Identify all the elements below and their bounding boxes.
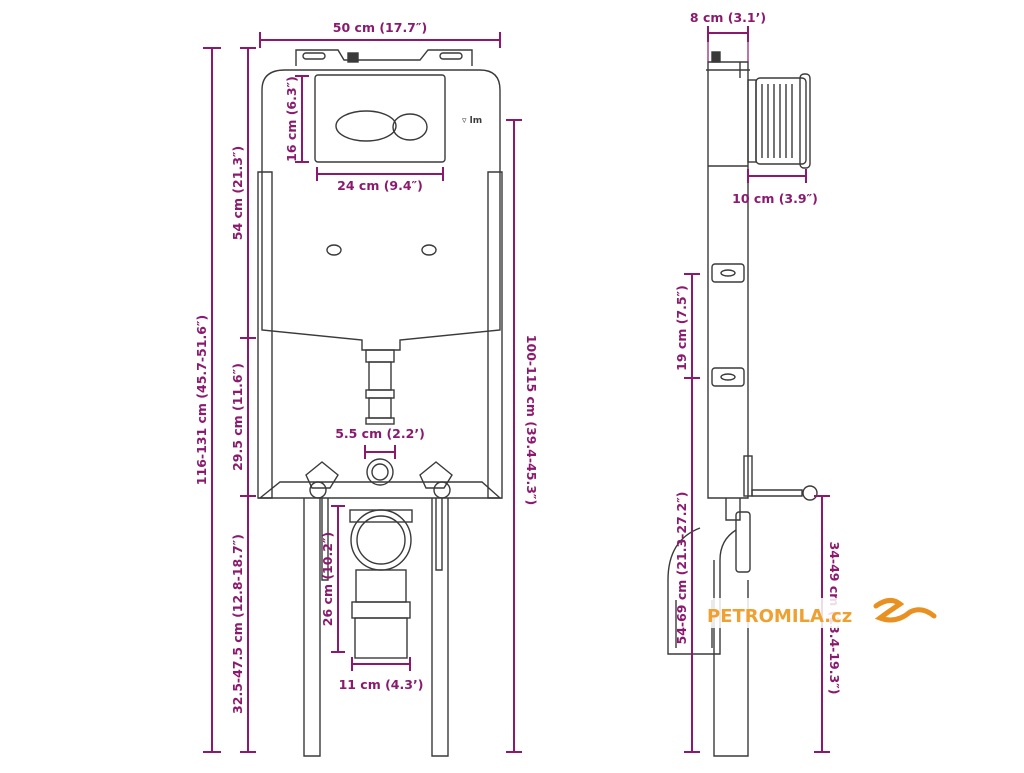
left-rail (257, 171, 273, 499)
watermark: PETROMILA.cz (700, 598, 937, 628)
watermark-swirl-icon (873, 598, 937, 623)
side-bolt (743, 455, 818, 501)
flush-button-large (335, 110, 397, 142)
side-dimension-lines (684, 26, 830, 753)
front-view (257, 49, 503, 757)
width-label: 50 cm (17.7″) (333, 20, 427, 35)
side-frame-column (707, 61, 749, 499)
support-legs (303, 498, 449, 757)
side-flush-button (747, 73, 811, 169)
side-view (667, 51, 818, 757)
drain-elbow (349, 509, 413, 659)
watermark-text: PETROMILA.cz (707, 606, 852, 627)
frame-base (258, 481, 502, 499)
bracket-spacing-label: 19 cm (7.5″) (674, 285, 689, 371)
top-mounting-plate (295, 49, 473, 66)
button-depth-label: 10 cm (3.9″) (732, 191, 818, 206)
right-height-label: 100-115 cm (39.4-45.3″) (524, 335, 539, 505)
drain-width-label: 11 cm (4.3’) (339, 677, 424, 692)
inlet-connector (366, 458, 394, 486)
flush-plate (314, 74, 446, 163)
side-lower-height-label: 54-69 cm (21.3-27.2″) (674, 492, 689, 645)
side-drain-section (667, 498, 751, 757)
flush-pipe (365, 349, 395, 425)
top-depth-label: 8 cm (3.1’) (690, 10, 766, 25)
total-height-label: 116-131 cm (45.7-51.6″) (194, 315, 209, 485)
brand-mark: ▿ lm (462, 116, 482, 126)
wall-clamps (305, 461, 453, 499)
mount-hole-left (326, 244, 342, 256)
cistern-tank (261, 69, 501, 351)
front-dimension-lines (203, 32, 522, 753)
middle-height-label: 29.5 cm (11.6″) (230, 363, 245, 471)
lower-height-label: 32.5-47.5 cm (12.8-18.7″) (230, 534, 245, 714)
right-rail (487, 171, 503, 499)
flush-button-small (392, 113, 428, 141)
plate-width-label: 24 cm (9.4″) (337, 178, 423, 193)
plate-height-label: 16 cm (6.3″) (284, 76, 299, 162)
upper-height-label: 54 cm (21.3″) (230, 146, 245, 240)
drain-height-label: 26 cm (10.2″) (320, 532, 335, 626)
side-wall-brackets (711, 263, 745, 387)
inlet-width-label: 5.5 cm (2.2’) (335, 426, 425, 441)
mount-hole-right (421, 244, 437, 256)
